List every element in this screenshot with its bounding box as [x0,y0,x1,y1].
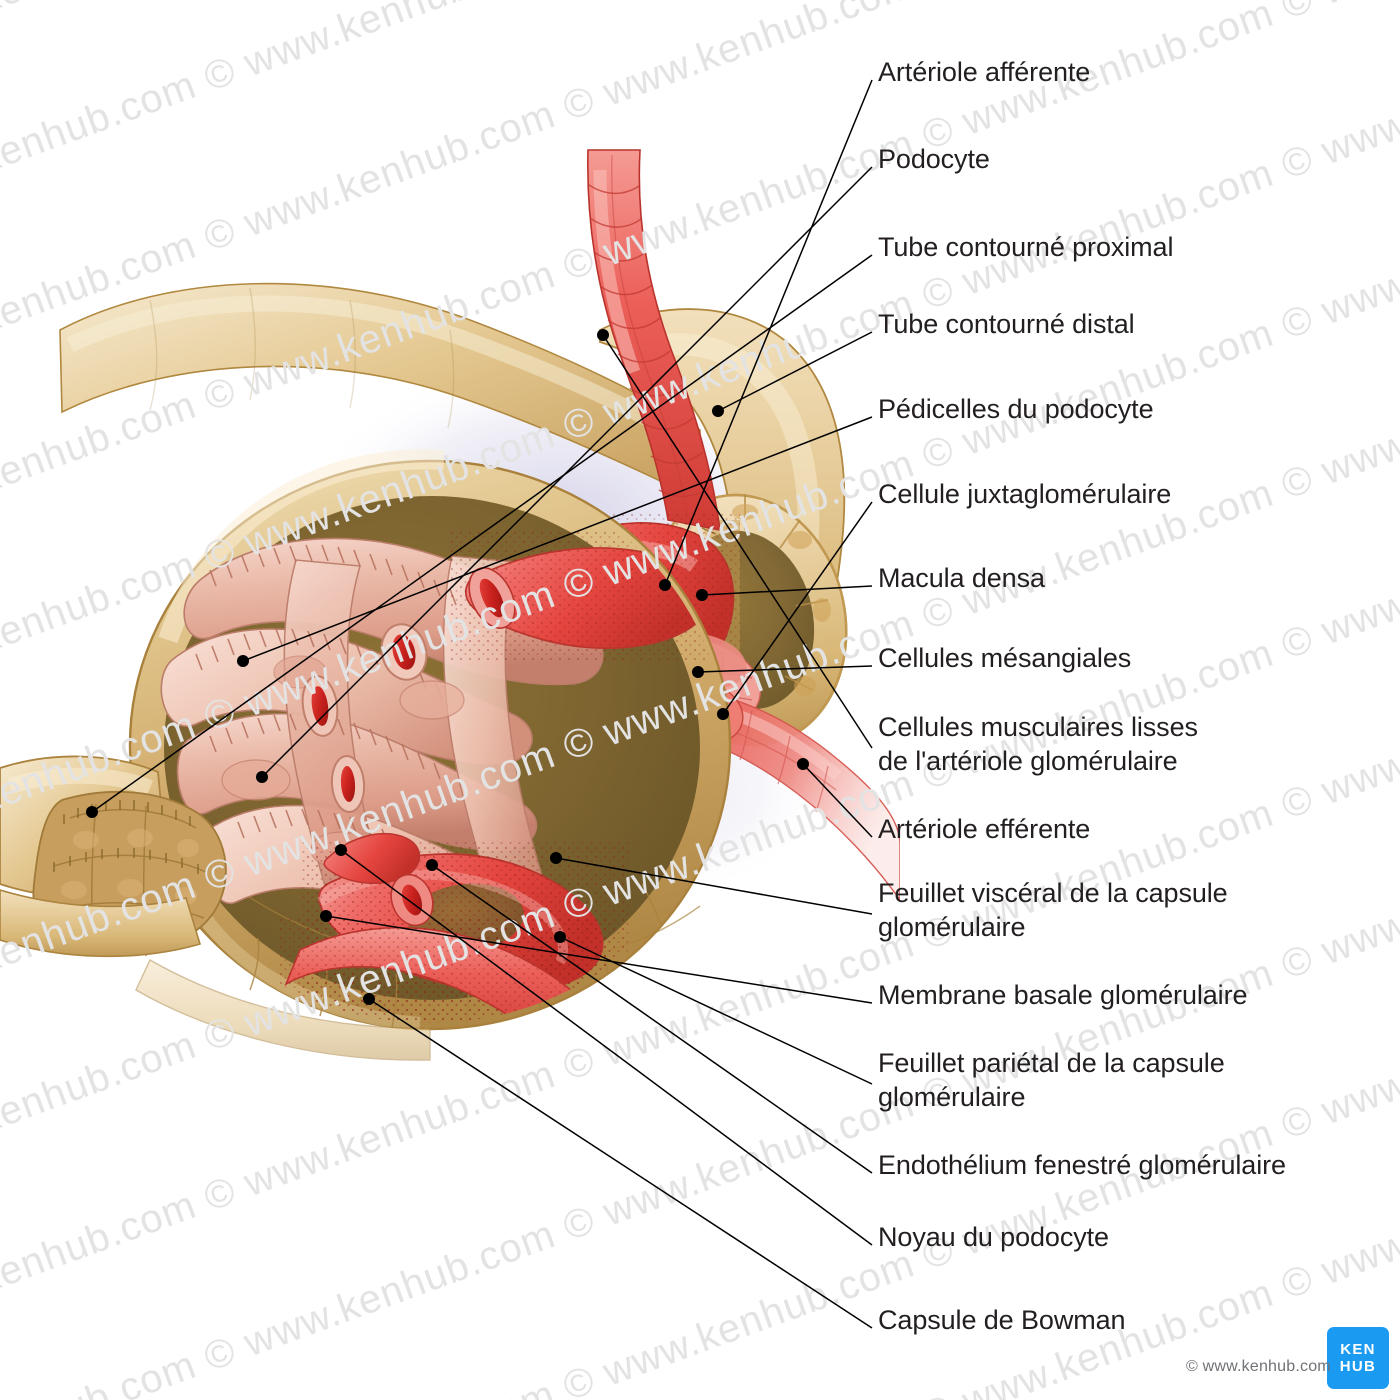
label-capsule-de-bowman: Capsule de Bowman [878,1305,1126,1335]
label-arteriole-afferente: Artériole afférente [878,57,1091,87]
kenhub-logo[interactable]: KEN HUB [1327,1327,1389,1389]
label-feuillet-parietal: Feuillet pariétal de la capsule glomérul… [878,1048,1225,1112]
label-membrane-basale: Membrane basale glomérulaire [878,980,1248,1010]
kenhub-logo-line2: HUB [1339,1358,1377,1375]
label-cellules-mesangiales: Cellules mésangiales [878,643,1132,673]
cuboidal-epithelium [47,800,207,957]
label-tube-contourne-proximal: Tube contourné proximal [878,232,1174,262]
label-arteriole-efferente: Artériole efférente [878,814,1091,844]
label-macula-densa: Macula densa [878,563,1045,593]
label-podocyte: Podocyte [878,144,990,174]
label-endothelium-fenestre: Endothélium fenestré glomérulaire [878,1150,1286,1180]
label-cellule-juxtaglomerulaire: Cellule juxtaglomérulaire [878,479,1172,509]
label-pedicelles-du-podocyte: Pédicelles du podocyte [878,394,1154,424]
label-cellules-musculaires: Cellules musculaires lisses de l'artério… [878,712,1198,776]
label-tube-contourne-distal: Tube contourné distal [878,309,1135,339]
capsule-tubule-junction [0,755,227,958]
kenhub-logo-line1: KEN [1340,1341,1376,1358]
label-feuillet-visceral: Feuillet viscéral de la capsule glomérul… [878,878,1228,942]
copyright-notice: © www.kenhub.com [1186,1358,1331,1375]
label-noyau-du-podocyte: Noyau du podocyte [878,1222,1109,1252]
